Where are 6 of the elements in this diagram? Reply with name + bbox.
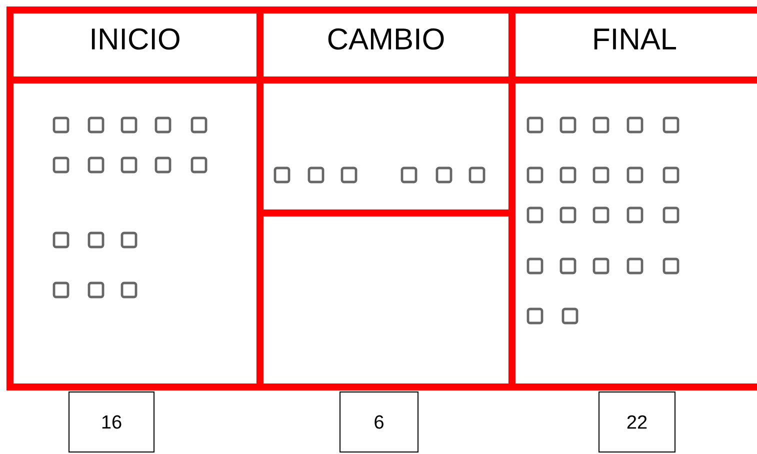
count-box: 16 [68, 392, 154, 452]
column-header: CAMBIO [328, 28, 444, 50]
column-header: FINAL [594, 28, 676, 50]
count-box: 22 [598, 392, 676, 452]
count-box: 6 [340, 392, 418, 452]
column-header: INICIO [92, 28, 180, 50]
